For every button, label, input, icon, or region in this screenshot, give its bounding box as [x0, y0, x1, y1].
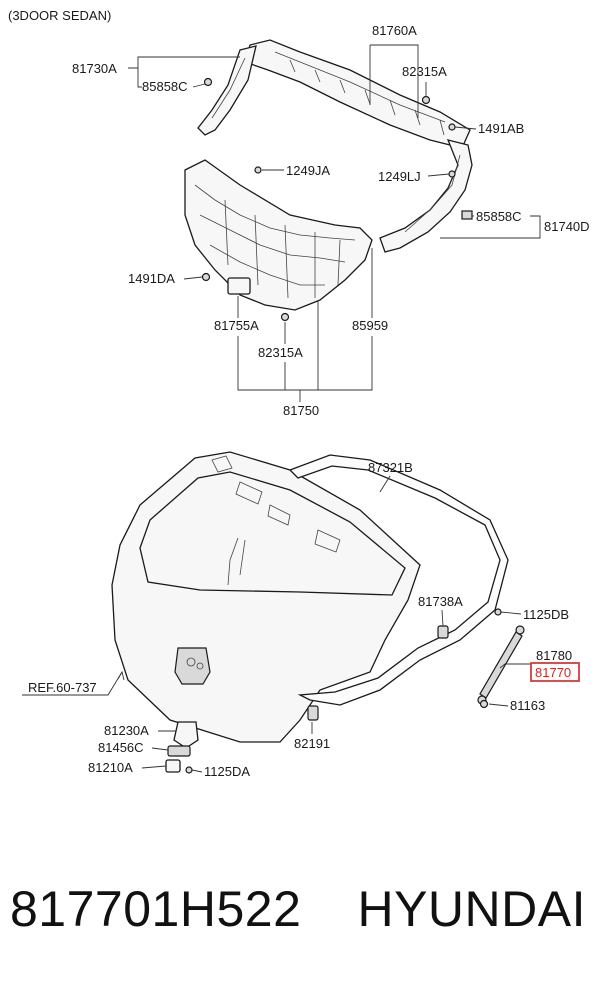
screw-1491DA — [201, 272, 211, 282]
callout-81740D: 81740D — [544, 219, 590, 234]
brand-text: HYUNDAI — [357, 881, 586, 937]
inner-trim-panel-part — [184, 159, 373, 311]
callout-1249LJ: 1249LJ — [378, 169, 421, 184]
upper-trim-part — [244, 39, 471, 149]
callout-81760A: 81760A — [372, 23, 417, 38]
left-side-trim-part — [197, 45, 257, 136]
bumper-81738A — [437, 625, 449, 639]
bolt-1125DB — [494, 608, 502, 616]
clip-82315A-bottom — [280, 312, 290, 322]
right-side-trim-part — [379, 139, 473, 253]
callout-81750: 81750 — [283, 403, 319, 418]
callout-81755A: 81755A — [214, 318, 259, 333]
clip-85858C-left — [203, 77, 213, 87]
screw-1249JA — [254, 166, 262, 174]
bumper-82191 — [307, 705, 319, 721]
callout-1125DB: 1125DB — [523, 607, 569, 622]
callout-81738A: 81738A — [418, 594, 463, 609]
clip-82315A-top — [421, 95, 431, 105]
callout-82191: 82191 — [294, 736, 330, 751]
callout-85959: 85959 — [352, 318, 388, 333]
callout-1491DA: 1491DA — [128, 271, 175, 286]
callout-1491AB: 1491AB — [478, 121, 524, 136]
callout-85858C-right: 85858C — [476, 209, 522, 224]
gas-strut-part — [477, 625, 525, 705]
callout-81210A: 81210A — [88, 760, 133, 775]
ball-81163 — [479, 699, 489, 709]
callout-81230A: 81230A — [104, 723, 149, 738]
callout-81730A: 81730A — [72, 61, 117, 76]
callout-87321B: 87321B — [368, 460, 413, 475]
tailgate-exploded-diagram: (3DOOR SEDAN) 81760A 81730A 85858C 82315… — [8, 8, 590, 779]
highlight-box-81770 — [530, 662, 580, 682]
callout-81456C: 81456C — [98, 740, 144, 755]
callout-1249JA: 1249JA — [286, 163, 330, 178]
callout-85858C-left: 85858C — [142, 79, 188, 94]
callout-82315A-bottom: 82315A — [258, 345, 303, 360]
callout-81163: 81163 — [510, 698, 545, 713]
callout-1125DA: 1125DA — [204, 764, 250, 779]
callout-81780: 81780 — [536, 648, 572, 663]
weatherstrip-part — [288, 454, 509, 706]
variant-label: (3DOOR SEDAN) — [8, 8, 111, 23]
callout-81770: 81770 — [535, 665, 571, 680]
clip-85858C-right — [461, 210, 473, 220]
callout-82315A-top: 82315A — [402, 64, 447, 79]
tailgate-panel-part — [111, 451, 421, 743]
cover-81755A — [227, 277, 251, 295]
latch-assembly-part — [165, 721, 199, 774]
callout-ref-60-737: REF.60-737 — [28, 680, 97, 695]
screw-1491AB — [448, 123, 456, 131]
part-number-text: 817701H522 — [10, 881, 302, 937]
screw-1249LJ — [448, 170, 456, 178]
